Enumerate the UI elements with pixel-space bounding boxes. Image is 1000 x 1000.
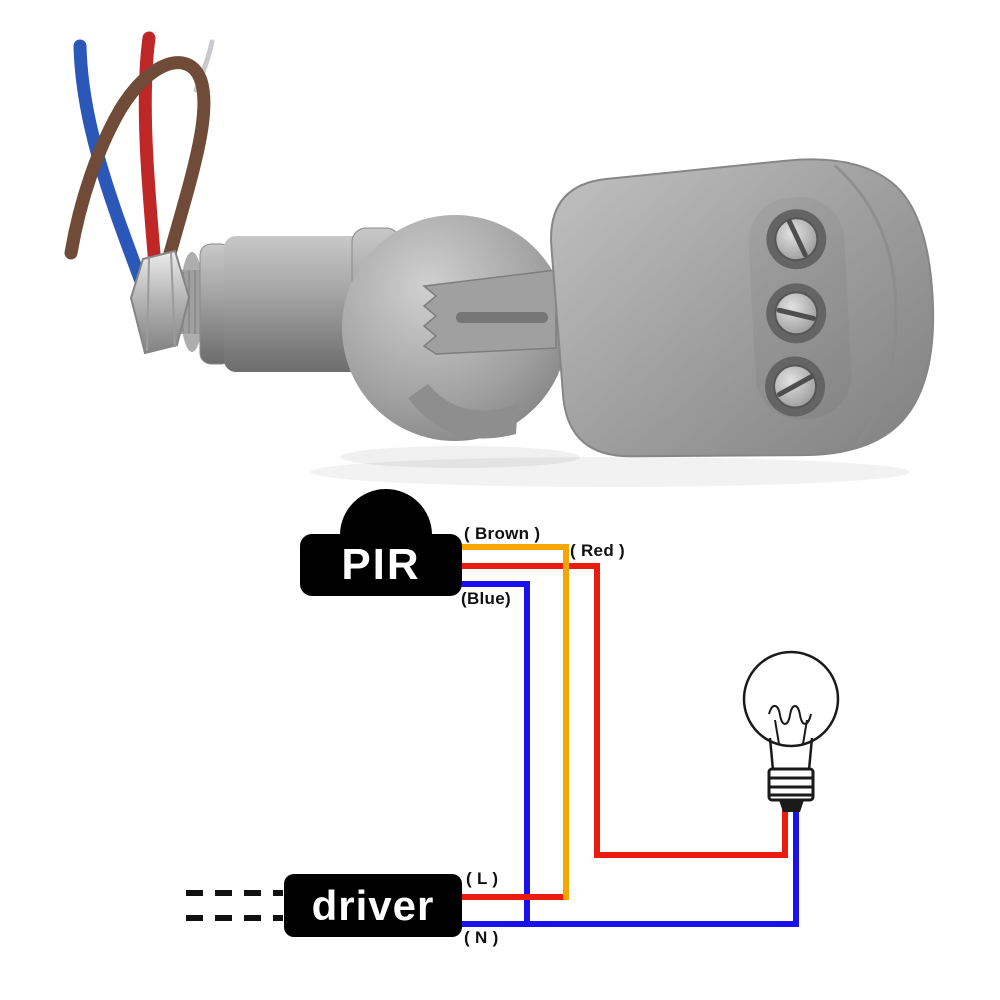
neutral-wire-label: ( N ) xyxy=(464,928,499,947)
wire-blue xyxy=(73,39,153,302)
pir-box: PIR xyxy=(300,534,462,596)
pir-sensor-photo xyxy=(64,31,935,487)
head-shell xyxy=(550,158,935,458)
terminal-screw-3 xyxy=(765,356,826,417)
red-wire-line xyxy=(462,563,788,858)
ground-shadow xyxy=(310,457,910,487)
head-crease xyxy=(833,164,898,448)
bulb-filament xyxy=(768,704,812,725)
bulb-globe xyxy=(742,650,840,748)
wiring-diagram xyxy=(186,544,840,927)
driver-box: driver xyxy=(284,874,462,937)
lower-bracket-tab xyxy=(408,384,518,439)
wire-red xyxy=(138,31,164,295)
nut-facets xyxy=(146,251,176,352)
brown-wire-line xyxy=(462,544,569,900)
bulb-neck xyxy=(768,737,814,771)
terminal-screw-2 xyxy=(766,283,827,344)
blue-wire-label: (Blue) xyxy=(461,589,511,608)
dashed-supply-lines xyxy=(186,890,283,921)
driver-box-label: driver xyxy=(311,881,435,929)
filament-supports xyxy=(774,719,808,745)
pir-box-label: PIR xyxy=(341,540,421,589)
blue-wire-line xyxy=(462,581,530,927)
sensor-head xyxy=(550,158,935,458)
base-nub xyxy=(779,800,804,812)
light-bulb-icon xyxy=(742,650,840,812)
terminal-screw-1 xyxy=(766,209,827,270)
bracket-slot xyxy=(456,312,548,323)
brown-wire-label: ( Brown ) xyxy=(464,524,541,543)
neutral-wire-line xyxy=(462,798,799,927)
base-ridges xyxy=(769,776,813,797)
red-wire-label: ( Red ) xyxy=(570,541,625,560)
wire-brown xyxy=(64,56,211,297)
ball-shadow xyxy=(340,446,580,468)
live-wire-label: ( L ) xyxy=(466,869,499,888)
